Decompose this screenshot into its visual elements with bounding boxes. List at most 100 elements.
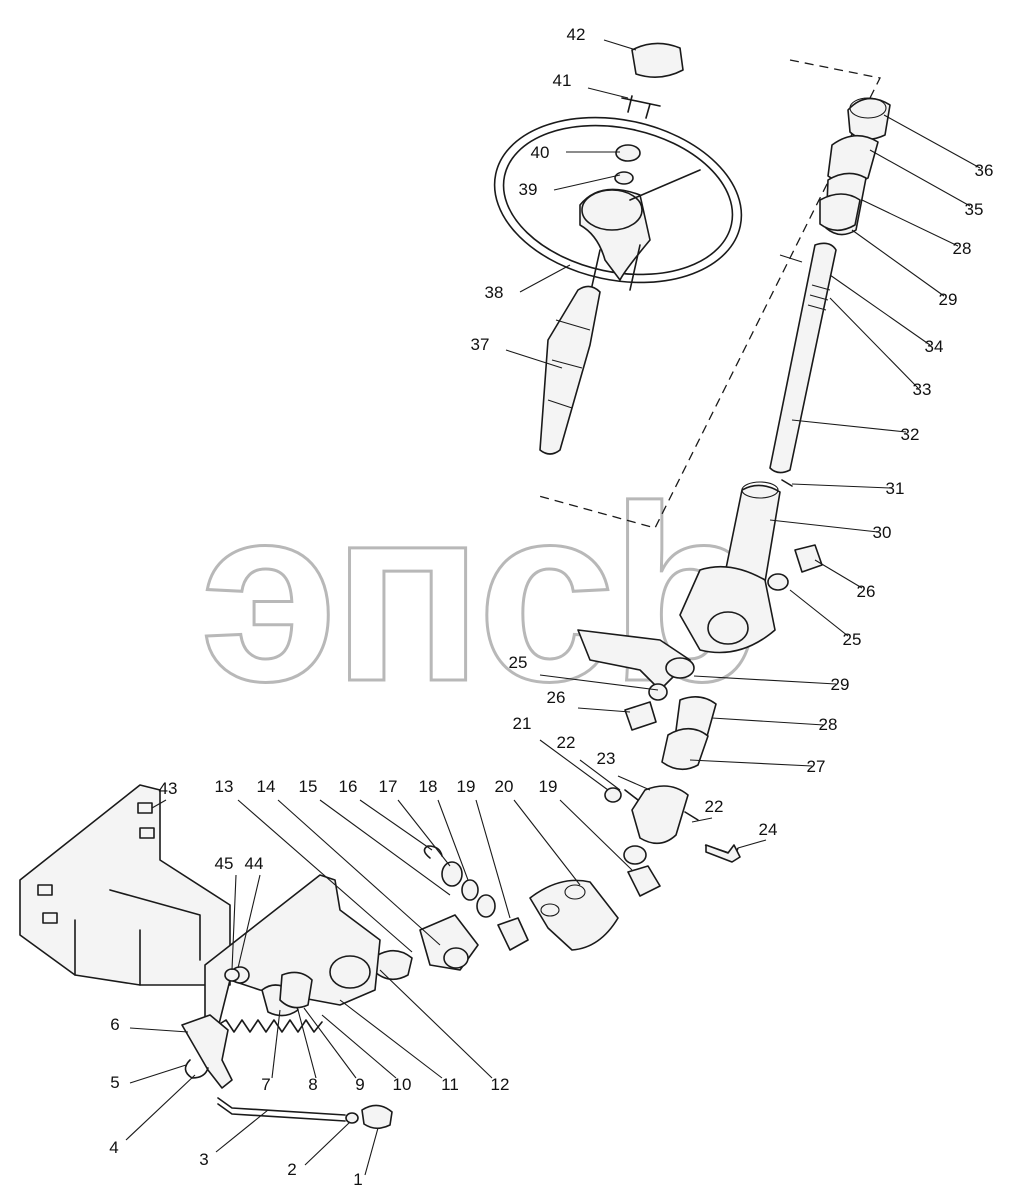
leader-line-29b (851, 229, 945, 297)
horn-cap (631, 42, 684, 78)
callout-label-3: 3 (199, 1150, 208, 1169)
spring-assembly (217, 971, 323, 1033)
callout-label-17: 17 (379, 777, 398, 796)
callout-label-20: 20 (495, 777, 514, 796)
callout-label-26b: 26 (857, 582, 876, 601)
callout-label-41: 41 (553, 71, 572, 90)
leader-line-19a (475, 799, 511, 919)
leader-line-22b (691, 817, 713, 823)
wheel-nut (614, 144, 641, 185)
leader-line-14 (277, 799, 441, 946)
leader-line-7 (271, 1009, 281, 1079)
leader-line-9 (303, 1007, 357, 1079)
callout-label-1: 1 (353, 1170, 362, 1189)
leader-line-41 (587, 87, 629, 99)
callout-label-40: 40 (531, 143, 550, 162)
leader-line-33 (829, 297, 919, 389)
leader-line-10 (321, 1014, 397, 1079)
callout-label-22b: 22 (705, 797, 724, 816)
leader-line-22a (579, 759, 621, 791)
leader-line-37 (505, 349, 563, 369)
leader-line-45 (231, 874, 237, 971)
leader-line-8 (297, 1009, 317, 1079)
leader-line-42 (603, 39, 637, 51)
gearbox-housing (204, 874, 381, 1041)
leader-line-16 (359, 799, 433, 851)
leader-line-2 (304, 1121, 351, 1166)
selector-lever (181, 1014, 233, 1089)
callout-label-29b: 29 (939, 290, 958, 309)
leader-line-43 (151, 799, 167, 809)
callout-label-2: 2 (287, 1160, 296, 1179)
leader-line-1 (364, 1127, 379, 1176)
callout-label-43: 43 (159, 779, 178, 798)
grease-fitting-upper (767, 544, 823, 591)
leader-line-34 (829, 274, 931, 346)
callout-label-39: 39 (519, 180, 538, 199)
leader-line-19b (559, 799, 633, 871)
watermark-text: эпсb (200, 454, 757, 733)
callout-label-18: 18 (419, 777, 438, 796)
callout-label-28a: 28 (819, 715, 838, 734)
leader-line-31 (791, 483, 891, 489)
callout-label-10: 10 (393, 1075, 412, 1094)
bolt (705, 844, 741, 863)
callout-label-44: 44 (245, 854, 264, 873)
leader-line-28a (711, 717, 825, 726)
callout-label-28b: 28 (953, 239, 972, 258)
callout-label-24: 24 (759, 820, 778, 839)
leader-line-26a (577, 707, 631, 713)
leader-line-12 (379, 969, 493, 1079)
leader-line-5 (129, 1064, 187, 1084)
callout-label-37: 37 (471, 335, 490, 354)
callout-label-11: 11 (441, 1075, 459, 1094)
callout-label-13: 13 (215, 777, 234, 796)
callout-label-30: 30 (873, 523, 892, 542)
grease-fitting-lower (624, 683, 668, 731)
callout-label-5: 5 (110, 1073, 119, 1092)
callout-label-29a: 29 (831, 675, 850, 694)
small-fasteners (224, 968, 240, 982)
cross-and-yoke (497, 865, 661, 951)
callout-label-21: 21 (513, 714, 532, 733)
wheel-group-outline (534, 59, 881, 529)
lower-yoke (374, 914, 479, 981)
leader-line-29a (693, 675, 837, 685)
callout-label-26a: 26 (547, 688, 566, 707)
callout-label-42: 42 (567, 25, 586, 44)
leader-line-13 (237, 799, 413, 953)
leader-line-20 (513, 799, 581, 886)
leader-line-25a (539, 674, 659, 691)
leader-line-44 (237, 874, 261, 969)
callout-label-9: 9 (355, 1075, 364, 1094)
mounting-bracket (19, 784, 231, 986)
callout-label-36: 36 (975, 161, 994, 180)
leader-line-26b (814, 559, 863, 589)
callout-label-6: 6 (110, 1015, 119, 1034)
leader-line-28b (861, 199, 959, 247)
callout-label-8: 8 (308, 1075, 317, 1094)
callout-label-27: 27 (807, 757, 826, 776)
callout-label-14: 14 (257, 777, 276, 796)
callout-label-15: 15 (299, 777, 318, 796)
callout-label-22a: 22 (557, 733, 576, 752)
callout-label-7: 7 (261, 1075, 270, 1094)
column-housing (577, 565, 776, 691)
leader-line-32 (791, 419, 907, 433)
callout-label-19a: 19 (457, 777, 476, 796)
leader-line-11 (339, 999, 443, 1079)
leader-line-18 (437, 799, 469, 881)
callout-label-33: 33 (913, 380, 932, 399)
control-rod-and-knob (217, 1097, 393, 1130)
leader-line-35 (869, 149, 971, 207)
leader-line-30 (769, 519, 879, 533)
callout-label-19b: 19 (539, 777, 558, 796)
upper-nut (847, 97, 891, 141)
callout-label-16: 16 (339, 777, 358, 796)
leader-line-39 (553, 174, 621, 191)
lower-bushing (661, 657, 717, 771)
callout-label-31: 31 (886, 479, 905, 498)
callout-label-25b: 25 (843, 630, 862, 649)
